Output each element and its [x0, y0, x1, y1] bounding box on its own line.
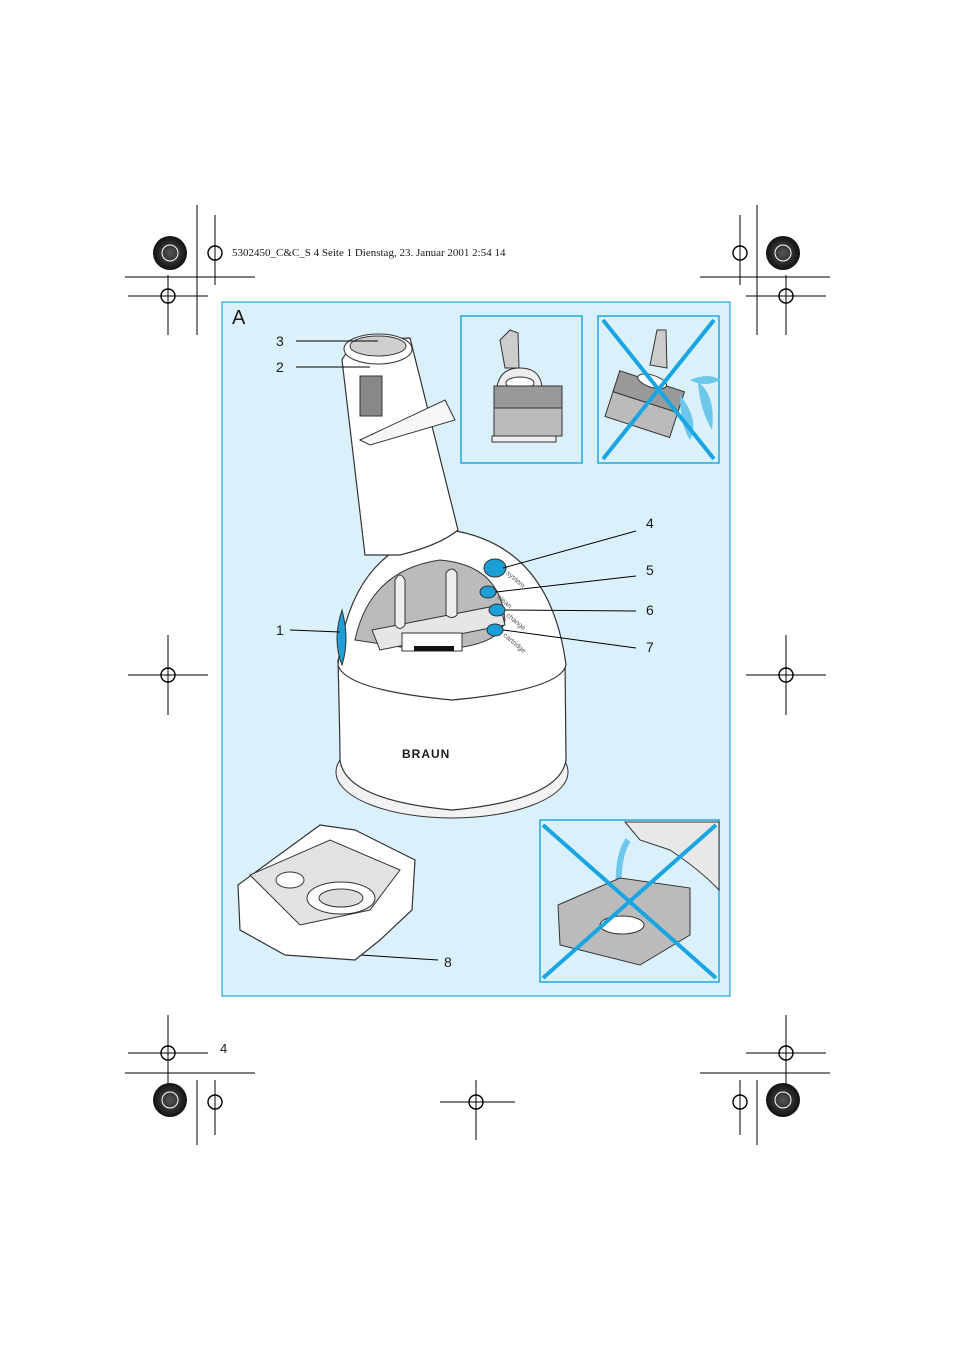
callout-2: 2 [276, 359, 284, 375]
callout-5: 5 [646, 562, 654, 578]
crop-marks-top [125, 205, 830, 335]
callout-lines [289, 340, 637, 961]
inset-no-water-rinse [597, 315, 720, 464]
page-number: 4 [220, 1041, 228, 1056]
callout-1: 1 [276, 622, 284, 638]
registration-target-top-left [153, 236, 187, 270]
print-info-header: 5302450_C&C_S 4 Seite 1 Dienstag, 23. Ja… [232, 247, 506, 259]
cleaning-station-illustration [335, 333, 569, 819]
brand-logo: BRAUN [402, 747, 451, 761]
registration-target-bottom-right [766, 1083, 800, 1117]
inset-no-liquid-fill [539, 819, 720, 983]
callout-6: 6 [646, 602, 654, 618]
callout-4: 4 [646, 515, 654, 531]
crosshair-marks-bottom [160, 1045, 794, 1110]
inset-correct-placement [460, 315, 583, 464]
callout-7: 7 [646, 639, 654, 655]
callout-3: 3 [276, 333, 284, 349]
registration-target-bottom-left [153, 1083, 187, 1117]
crosshair-marks-top [160, 245, 794, 304]
cleaning-cartridge-illustration [237, 824, 416, 961]
crosshair-marks-side [128, 635, 826, 715]
section-letter: A [232, 307, 246, 329]
callout-8: 8 [444, 954, 452, 970]
registration-target-top-right [766, 236, 800, 270]
crop-marks-bottom [125, 1015, 830, 1145]
